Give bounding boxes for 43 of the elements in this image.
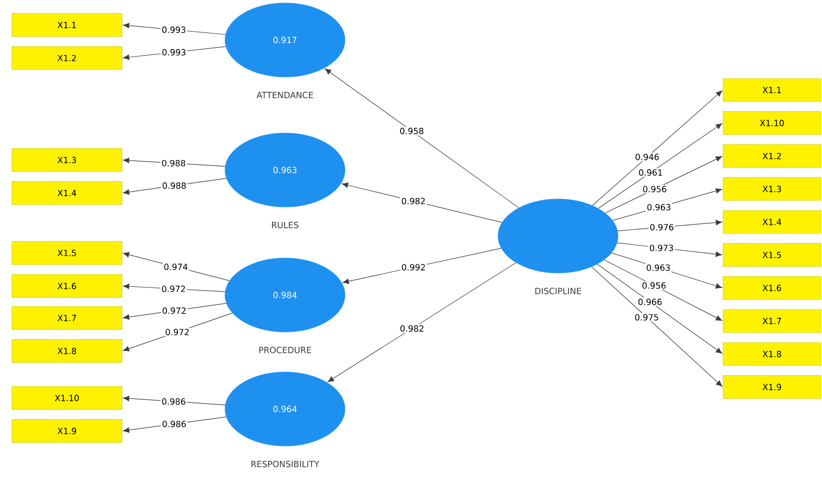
edge-label: 0.972 (160, 284, 187, 294)
construct-name: DISCIPLINE (535, 288, 581, 294)
indicator-box: X1.9 (722, 375, 822, 399)
construct-name: ATTENDANCE (256, 92, 313, 98)
construct-name: RESPONSIBILITY (251, 460, 320, 468)
indicator-box: X1.1 (12, 13, 122, 37)
indicator-box: X1.6 (12, 274, 122, 298)
indicator-box: X1.8 (722, 342, 822, 366)
construct-name: PROCEDURE (259, 346, 311, 354)
indicator-box: X1.3 (722, 177, 822, 201)
indicator-box: X1.6 (722, 276, 822, 300)
arrow (324, 68, 520, 208)
edge-label: 0.992 (400, 263, 427, 272)
edge-label: 0.993 (160, 26, 187, 34)
arrow (604, 260, 722, 321)
edge-label: 0.973 (648, 244, 675, 252)
indicator-box: X1.7 (12, 306, 122, 330)
indicator-box: X1.3 (12, 148, 122, 172)
arrow (598, 123, 722, 209)
indicator-box: X1.7 (722, 309, 822, 333)
edge-label: 0.963 (646, 203, 672, 212)
indicator-box: X1.9 (12, 419, 122, 443)
edge-label: 0.974 (162, 262, 189, 272)
edge-label: 0.993 (160, 48, 188, 56)
indicator-box: X1.4 (12, 181, 122, 205)
arrow (605, 156, 722, 214)
arrow (597, 264, 722, 354)
indicator-box: X1.2 (12, 46, 122, 70)
indicator-box: X1.10 (722, 111, 822, 135)
construct-name: RULES (272, 222, 298, 228)
indicator-box: X1.1 (722, 78, 822, 102)
latent-circle (498, 198, 618, 274)
arrow (591, 266, 722, 387)
arrow (592, 90, 722, 206)
indicator-box: X1.2 (722, 144, 822, 168)
indicator-box: X1.5 (12, 241, 122, 265)
edge-label: 0.966 (636, 298, 664, 306)
indicator-box: X1.10 (12, 386, 122, 410)
indicator-box: X1.5 (722, 243, 822, 267)
indicator-box: X1.4 (722, 210, 822, 234)
arrow (328, 262, 516, 382)
edge-label: 0.975 (634, 313, 660, 322)
indicator-box: X1.8 (12, 339, 122, 363)
